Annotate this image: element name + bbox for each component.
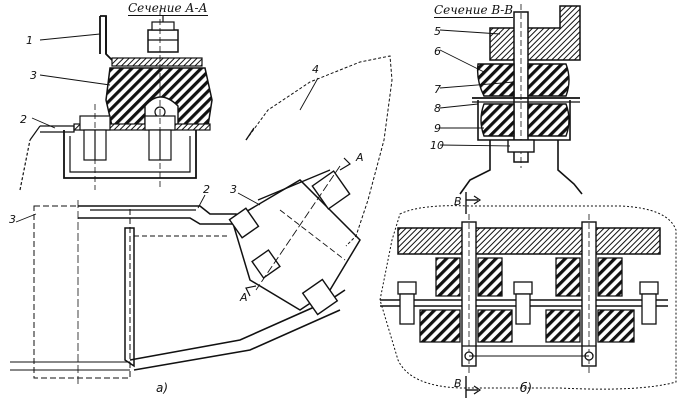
callout-3: 3 (30, 69, 37, 82)
section-aa-title: Сечение А-А (128, 1, 208, 16)
section-bb-drawing (439, 4, 583, 195)
callout-2-view-a: 2 (203, 183, 210, 196)
callout-4: 4 (312, 63, 319, 76)
subfigure-b-label: б) (520, 381, 533, 395)
view-b-drawing (379, 192, 677, 398)
callout-8: 8 (434, 102, 441, 115)
section-bb-title: Сечение В-В (434, 3, 514, 18)
section-mark-a-top: А (356, 151, 364, 164)
subfigure-a-label: а) (156, 381, 169, 395)
callout-1: 1 (26, 34, 33, 47)
callout-5: 5 (434, 25, 441, 38)
callout-3-view-a-bracket: 3 (230, 183, 237, 196)
callout-10: 10 (430, 139, 444, 152)
view-a-drawing (10, 55, 393, 385)
section-mark-b-bottom: В (454, 377, 462, 390)
section-mark-b-top: В (454, 195, 462, 208)
callout-3-view-a-frame: 3 (9, 213, 16, 226)
callout-2: 2 (20, 113, 27, 126)
callout-6: 6 (434, 45, 441, 58)
callout-9: 9 (434, 122, 441, 135)
section-aa-drawing (19, 10, 213, 191)
callout-7: 7 (434, 83, 441, 96)
section-mark-a-bottom: А (240, 291, 248, 304)
